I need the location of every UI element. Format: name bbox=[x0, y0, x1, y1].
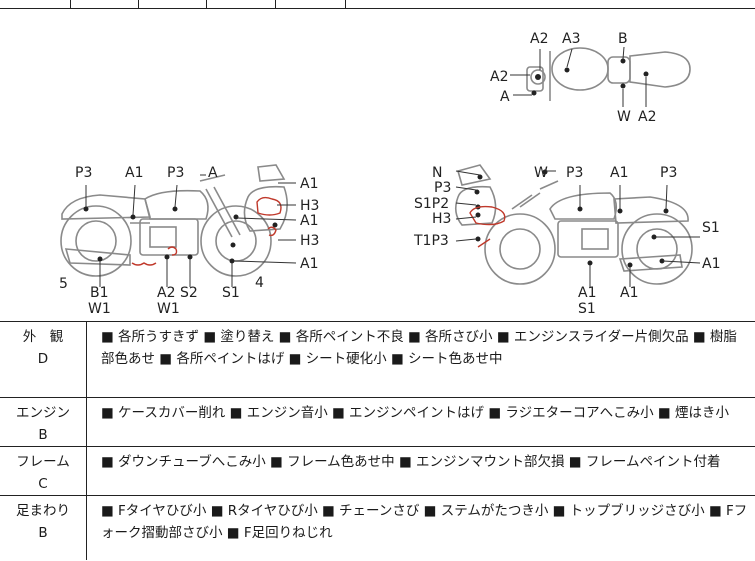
notes-text: ■ Fタイヤひび小 ■ Rタイヤひび小 ■ チェーンさび ■ ステムがたつき小 … bbox=[86, 495, 755, 560]
diagram-label: A bbox=[208, 165, 218, 181]
category-cell: 足まわり B bbox=[0, 495, 87, 560]
diagram-label: P3 bbox=[660, 165, 677, 181]
diagram-label: A1 bbox=[300, 256, 318, 272]
diagram-label: P3 bbox=[566, 165, 583, 181]
left-view-bike bbox=[60, 164, 297, 287]
diagram-label: P3 bbox=[434, 180, 451, 196]
damage-diagram: A2 A3 B A2 A W A2 bbox=[0, 9, 755, 321]
column-divider bbox=[138, 0, 139, 8]
diagram-label: W1 bbox=[157, 301, 180, 317]
diagram-label: W bbox=[534, 165, 548, 181]
category-cell: 外 観 D bbox=[0, 321, 87, 398]
diagram-label: S1P2 bbox=[414, 196, 449, 212]
diagram-label: S2 bbox=[180, 285, 198, 301]
diagram-label: S1 bbox=[222, 285, 240, 301]
diagram-label: A2 bbox=[157, 285, 175, 301]
left-view-labels: P3 A1 P3 A A1 H3 A1 H3 A1 5 B1 W1 A2 S2 … bbox=[59, 165, 319, 317]
category-grade: B bbox=[38, 525, 48, 541]
diagram-label: T1P3 bbox=[413, 233, 449, 249]
notes-text: ■ ケースカバー削れ ■ エンジン音小 ■ エンジンペイントはげ ■ ラジエター… bbox=[86, 397, 755, 447]
category-name: エンジン bbox=[16, 405, 70, 421]
diagram-label: A1 bbox=[578, 285, 596, 301]
diagram-label: B1 bbox=[90, 285, 109, 301]
diagram-label: A bbox=[500, 89, 510, 105]
column-divider bbox=[345, 0, 346, 8]
column-divider bbox=[206, 0, 207, 8]
category-grade: B bbox=[38, 427, 48, 443]
condition-notes-table: 外 観 D ■ 各所うすきず ■ 塗り替え ■ 各所ペイント不良 ■ 各所さび小… bbox=[0, 321, 755, 560]
diagram-label: W1 bbox=[88, 301, 111, 317]
diagram-label: H3 bbox=[300, 198, 319, 214]
top-view-bike bbox=[510, 46, 691, 107]
diagram-label: N bbox=[432, 165, 442, 181]
diagram-label: A1 bbox=[300, 176, 318, 192]
column-divider bbox=[275, 0, 276, 8]
diagram-label: W bbox=[617, 109, 631, 125]
diagram-label: P3 bbox=[167, 165, 184, 181]
diagram-label: B bbox=[618, 31, 628, 47]
category-grade: C bbox=[38, 476, 48, 492]
diagram-label: S1 bbox=[578, 301, 596, 317]
diagram-label: A1 bbox=[300, 213, 318, 229]
table-row: エンジン B ■ ケースカバー削れ ■ エンジン音小 ■ エンジンペイントはげ … bbox=[0, 397, 755, 447]
top-view-labels: A2 A3 B A2 A W A2 bbox=[490, 31, 656, 125]
column-divider bbox=[70, 0, 71, 8]
category-name: 足まわり bbox=[16, 503, 70, 519]
category-cell: フレーム C bbox=[0, 446, 87, 496]
category-name: フレーム bbox=[16, 454, 70, 470]
motorcycle-diagram-svg: A2 A3 B A2 A W A2 bbox=[59, 31, 720, 317]
category-grade: D bbox=[37, 351, 49, 367]
category-cell: エンジン B bbox=[0, 397, 87, 447]
right-view-labels: N W P3 A1 P3 P3 S1P2 H3 T1P3 S1 A1 A1 S1… bbox=[413, 165, 720, 317]
diagram-label: A1 bbox=[610, 165, 628, 181]
diagram-label: H3 bbox=[300, 233, 319, 249]
table-row: フレーム C ■ ダウンチューブへこみ小 ■ フレーム色あせ中 ■ エンジンマウ… bbox=[0, 446, 755, 496]
header-table-remnant bbox=[0, 0, 755, 9]
category-name: 外 観 bbox=[22, 329, 64, 345]
diagram-label: A2 bbox=[638, 109, 656, 125]
table-row: 足まわり B ■ Fタイヤひび小 ■ Rタイヤひび小 ■ チェーンさび ■ ステ… bbox=[0, 495, 755, 560]
diagram-label: A1 bbox=[125, 165, 143, 181]
diagram-label: H3 bbox=[432, 211, 451, 227]
table-row: 外 観 D ■ 各所うすきず ■ 塗り替え ■ 各所ペイント不良 ■ 各所さび小… bbox=[0, 321, 755, 398]
diagram-label: A2 bbox=[490, 69, 508, 85]
diagram-label: A1 bbox=[620, 285, 638, 301]
diagram-label: A1 bbox=[702, 256, 720, 272]
notes-text: ■ 各所うすきず ■ 塗り替え ■ 各所ペイント不良 ■ 各所さび小 ■ エンジ… bbox=[86, 321, 755, 398]
diagram-label: 5 bbox=[59, 276, 68, 292]
diagram-label: A2 bbox=[530, 31, 548, 47]
diagram-label: S1 bbox=[702, 220, 720, 236]
diagram-label: P3 bbox=[75, 165, 92, 181]
diagram-label: A3 bbox=[562, 31, 580, 47]
notes-text: ■ ダウンチューブへこみ小 ■ フレーム色あせ中 ■ エンジンマウント部欠損 ■… bbox=[86, 446, 755, 496]
right-view-bike bbox=[454, 164, 701, 287]
diagram-label: 4 bbox=[255, 275, 264, 291]
